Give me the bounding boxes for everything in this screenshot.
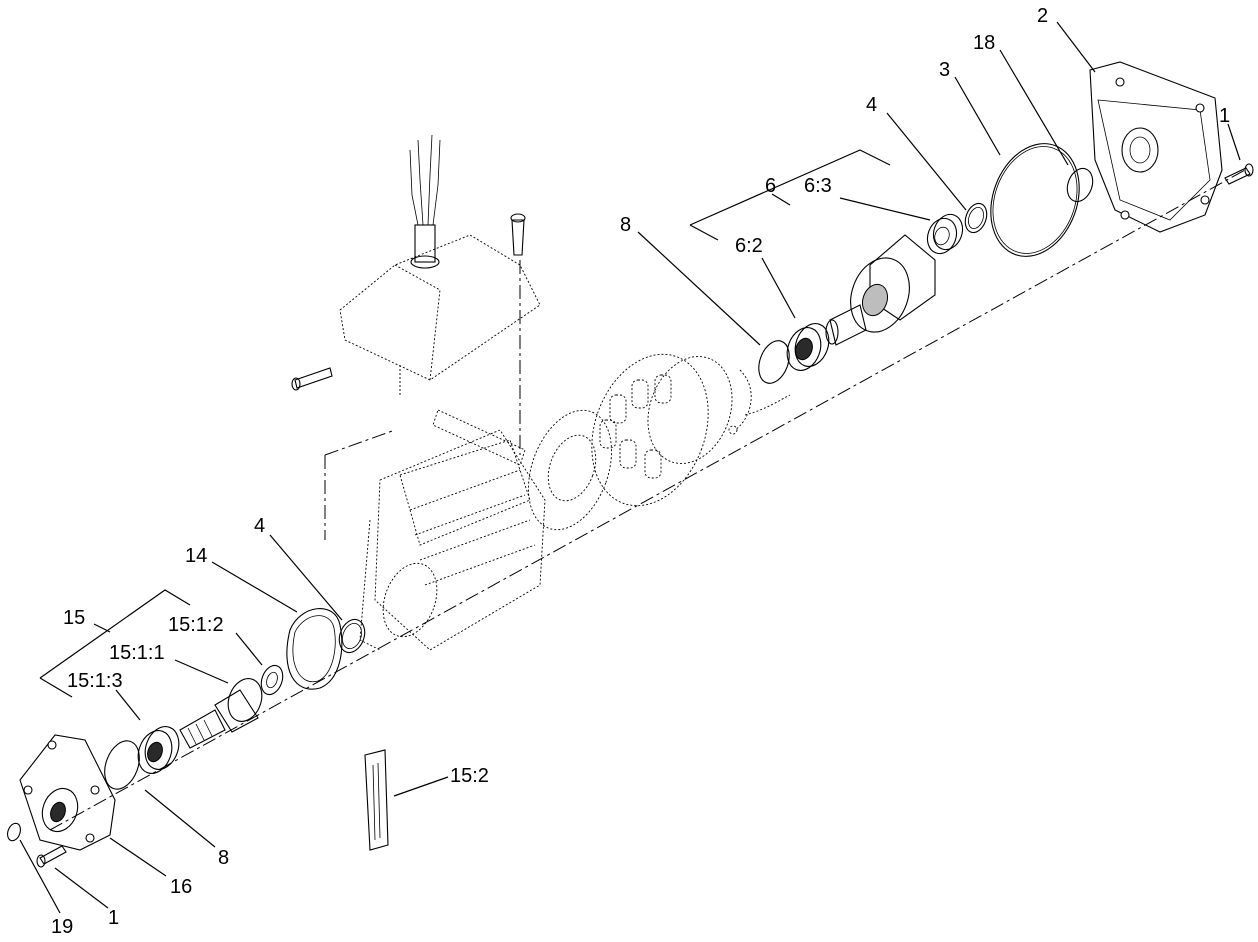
ring-15-1-2-part [260, 664, 284, 696]
o-ring-large-part [990, 143, 1080, 257]
housing-body-part [359, 429, 546, 651]
bearing-6-3-part [926, 213, 964, 255]
sensor-wire-part [728, 369, 791, 435]
ring-4-top-part [964, 202, 988, 234]
callout-6-3: 6:3 [804, 175, 832, 197]
bearing-15-1-3-part [137, 726, 180, 774]
assembly-leader-dash-3 [324, 429, 396, 456]
ring-4-mid-part [338, 618, 366, 654]
callout-15: 15 [63, 607, 85, 629]
bracket-15-end [39, 677, 73, 698]
bolt-bottom-part [36, 845, 67, 868]
key-15-2-part [364, 749, 389, 851]
bracket-15 [39, 589, 191, 679]
o-ring-18-part [1066, 167, 1094, 203]
bolt-top-part [1224, 163, 1254, 185]
o-ring-large-inner [992, 146, 1078, 254]
bearing-6-2-part [786, 323, 830, 371]
callout-18: 18 [973, 32, 995, 54]
mount-plate-part [432, 409, 526, 466]
bracket-6-end [689, 224, 719, 241]
ring-15-1-2-inner [266, 671, 278, 689]
rotor-shaft-part [825, 234, 936, 346]
callout-19: 19 [51, 916, 73, 938]
center-axis-line [49, 169, 1246, 831]
callout-3: 3 [939, 59, 950, 81]
callout-4-top: 4 [866, 94, 877, 116]
ring-4-mid-inner [342, 623, 362, 649]
leader-lines [19, 21, 1241, 914]
shaft-15-1-1-part [179, 678, 263, 749]
callout-8-top: 8 [620, 214, 631, 236]
callout-4-mid: 4 [254, 515, 265, 537]
rear-cover-part [1089, 61, 1223, 233]
callout-14: 14 [185, 545, 207, 567]
callout-6: 6 [765, 175, 776, 197]
callout-1-bottom: 1 [108, 907, 119, 929]
o-ring-8-top-part [758, 340, 790, 384]
callout-15-2: 15:2 [450, 765, 489, 787]
snap-ring-19-part [7, 822, 21, 842]
ring-4-top-inner [968, 206, 984, 230]
o-ring-8-bottom-part [104, 740, 140, 790]
screw-left-part [291, 367, 333, 391]
callout-6-2: 6:2 [735, 235, 763, 257]
seal-14-part [286, 608, 343, 690]
callout-15-1-3: 15:1:3 [67, 670, 123, 692]
front-flange-part [19, 734, 116, 851]
callout-8-bottom: 8 [218, 847, 229, 869]
gasket-inner [547, 434, 597, 502]
gasket-part [528, 409, 612, 531]
callout-2: 2 [1037, 5, 1048, 27]
seal-14-inner [292, 615, 336, 683]
callout-15-1-1: 15:1:1 [109, 642, 165, 664]
connector-wires-part [409, 134, 441, 269]
callout-1-top: 1 [1219, 105, 1230, 127]
rotor-cage-part [591, 353, 733, 507]
callout-15-1-2: 15:1:2 [168, 614, 224, 636]
callout-16: 16 [170, 876, 192, 898]
screw-top-part [510, 213, 526, 256]
bracket-6 [689, 149, 891, 226]
top-cover-part [339, 234, 541, 395]
